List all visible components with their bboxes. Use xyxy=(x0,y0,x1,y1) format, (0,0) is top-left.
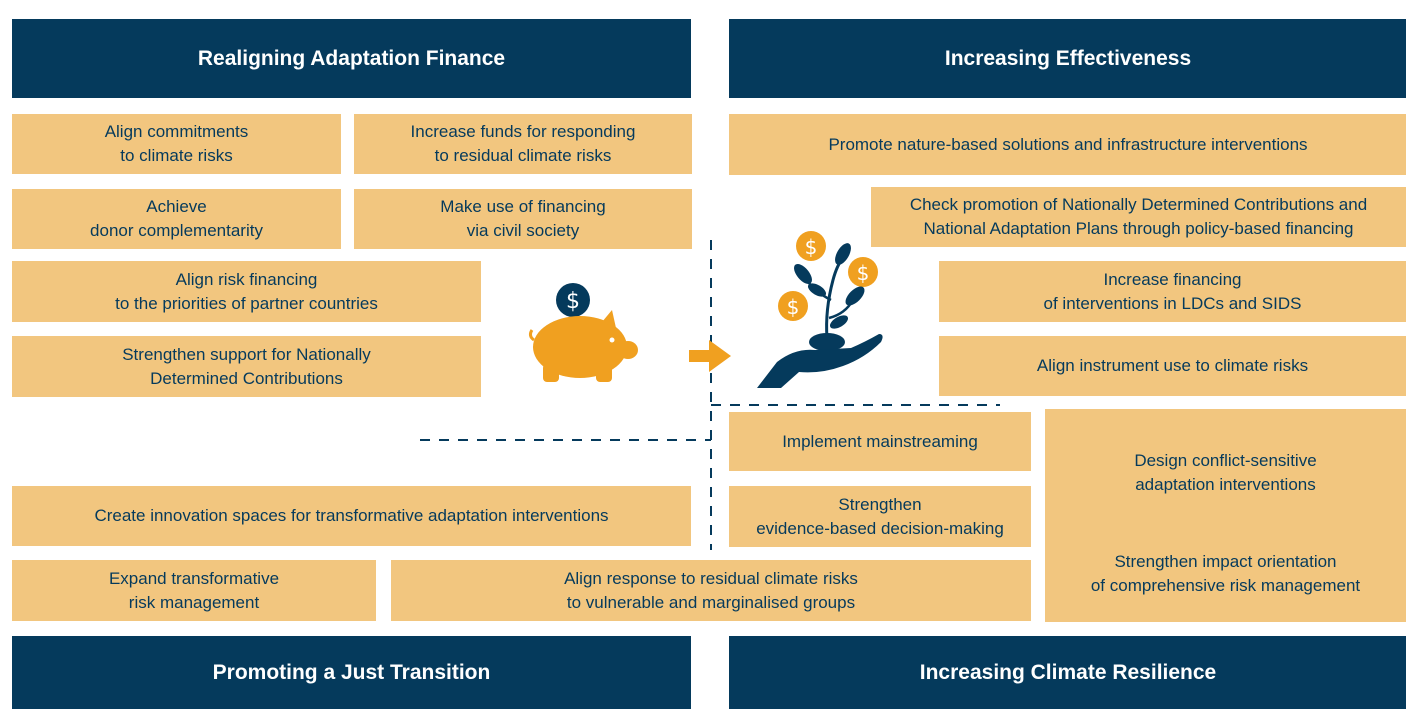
box-impact-orientation: Strengthen impact orientation of compreh… xyxy=(1045,526,1406,622)
coin-icon xyxy=(778,291,808,321)
box-evidence-based: Strengthen evidence-based decision-makin… xyxy=(729,486,1031,547)
box-risk-financing: Align risk financing to the priorities o… xyxy=(12,261,481,322)
box-align-commitments: Align commitments to climate risks xyxy=(12,114,341,174)
arrow-right-icon xyxy=(689,340,731,372)
box-increase-funds: Increase funds for responding to residua… xyxy=(354,114,692,174)
coin-symbol-2: $ xyxy=(857,261,870,285)
box-innovation-spaces: Create innovation spaces for transformat… xyxy=(12,486,691,546)
box-civil-society: Make use of financing via civil society xyxy=(354,189,692,249)
coin-symbol-3: $ xyxy=(787,295,800,319)
plant-in-hand-icon: $ $ $ xyxy=(757,231,883,388)
piggy-coin-symbol: $ xyxy=(566,289,580,314)
box-check-promotion: Check promotion of Nationally Determined… xyxy=(871,187,1406,247)
header-realigning-adaptation-finance: Realigning Adaptation Finance xyxy=(12,19,691,98)
box-ldcs-sids: Increase financing of interventions in L… xyxy=(939,261,1406,322)
header-promoting-just-transition: Promoting a Just Transition xyxy=(12,636,691,709)
coin-symbol-1: $ xyxy=(805,235,818,259)
header-increasing-climate-resilience: Increasing Climate Resilience xyxy=(729,636,1406,709)
box-residual-risks: Align response to residual climate risks… xyxy=(391,560,1031,621)
box-nature-based: Promote nature-based solutions and infra… xyxy=(729,114,1406,175)
box-instrument-use: Align instrument use to climate risks xyxy=(939,336,1406,396)
box-transformative-risk: Expand transformative risk management xyxy=(12,560,376,621)
coin-icon xyxy=(848,257,878,287)
header-increasing-effectiveness: Increasing Effectiveness xyxy=(729,19,1406,98)
box-donor-complementarity: Achieve donor complementarity xyxy=(12,189,341,249)
box-mainstreaming: Implement mainstreaming xyxy=(729,412,1031,471)
coin-icon xyxy=(796,231,826,261)
box-support-ndc: Strengthen support for Nationally Determ… xyxy=(12,336,481,397)
box-conflict-sensitive: Design conflict-sensitive adaptation int… xyxy=(1045,409,1406,536)
piggy-bank-icon: $ xyxy=(528,283,638,382)
